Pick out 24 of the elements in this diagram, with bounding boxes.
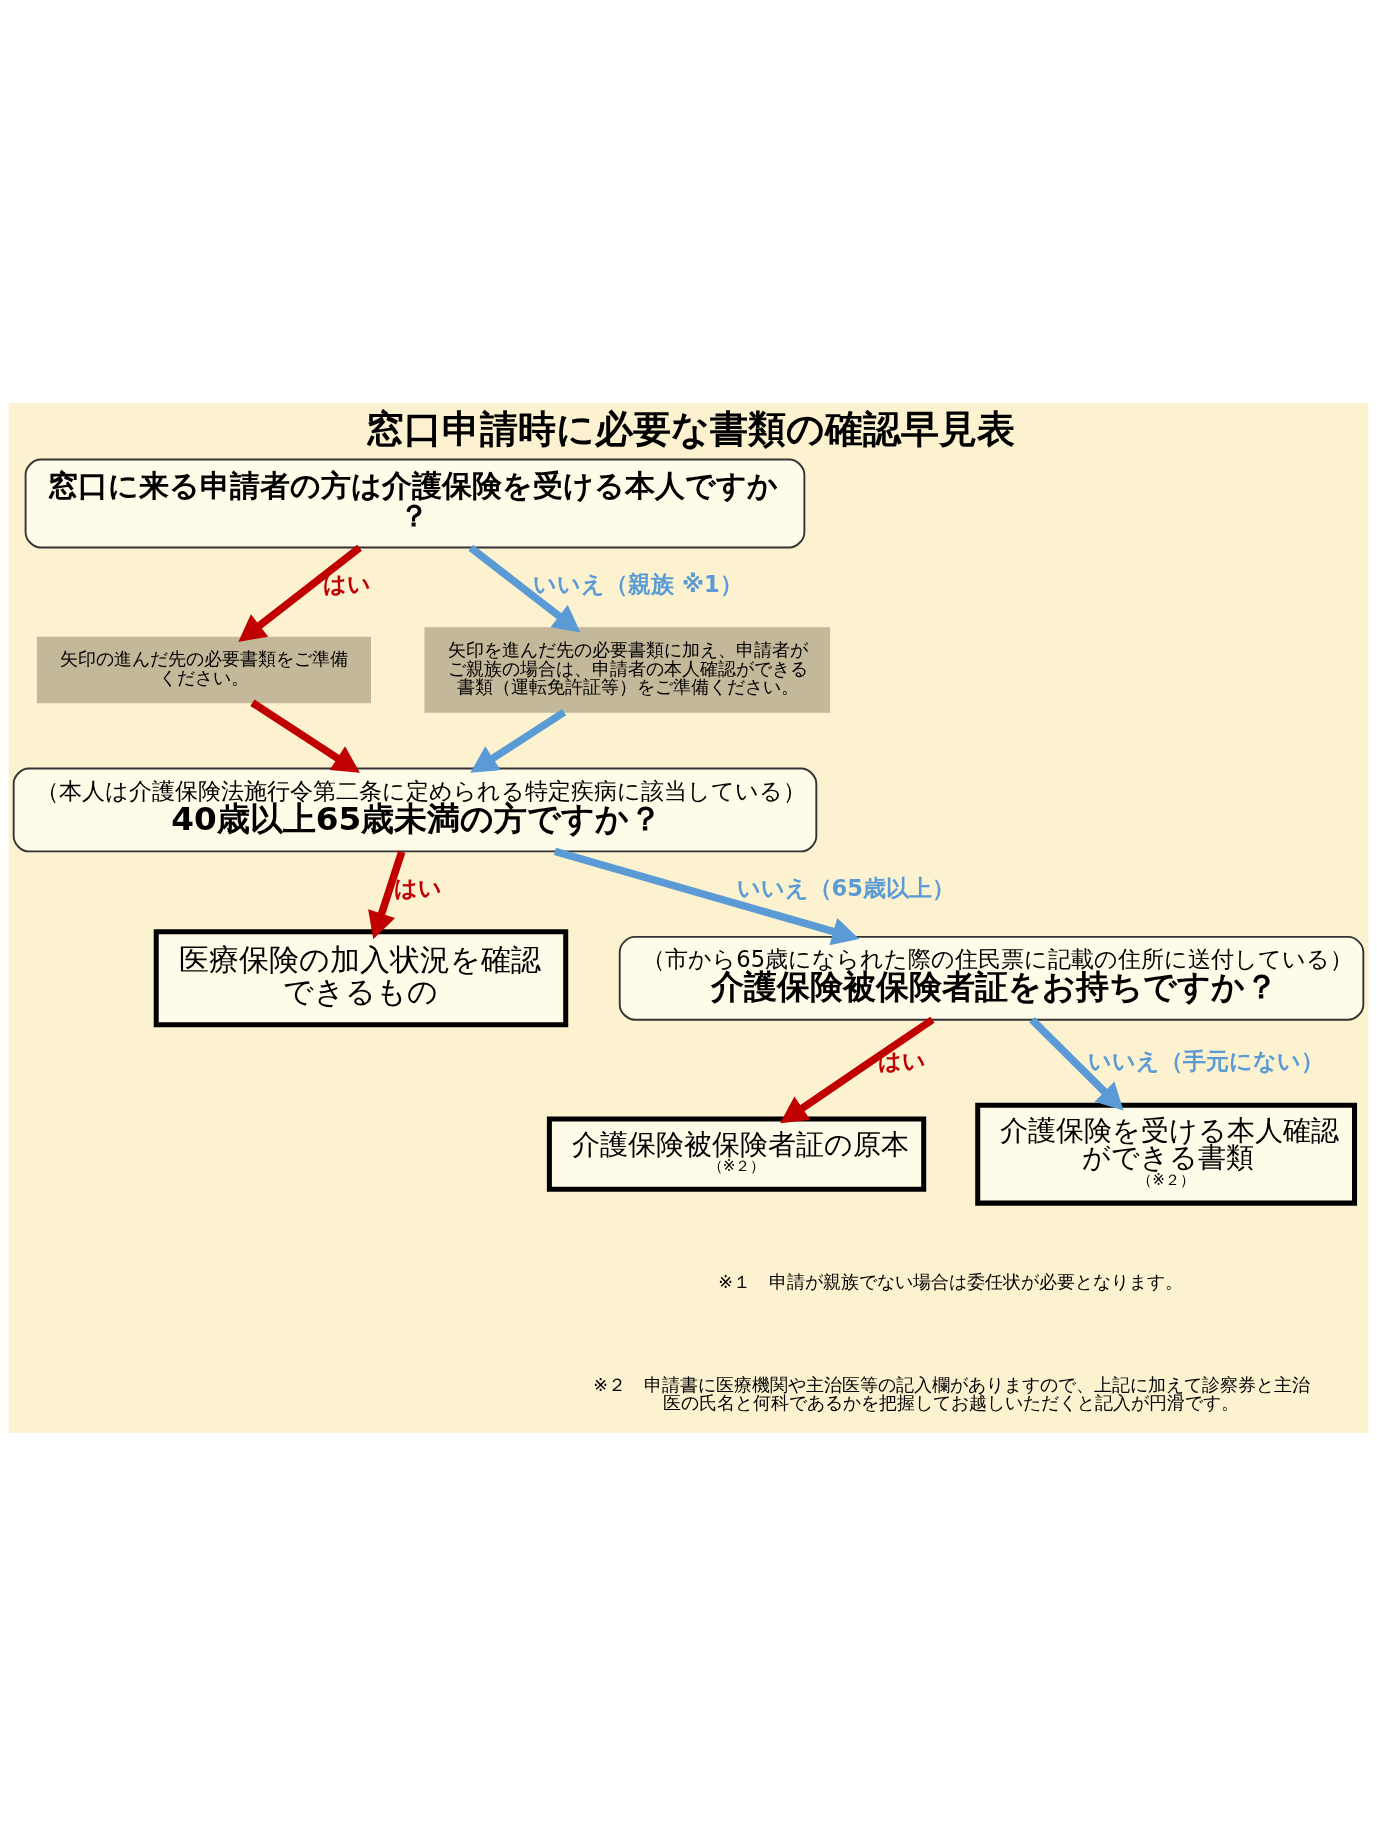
node-box: （市から65歳になられた際の住民票に記載の住所に送付している） 介護保険被保険者証をお持ちですか？ xyxy=(618,935,1365,1021)
edge-label: いいえ（手元にない） xyxy=(1088,1048,1325,1075)
diagram-title: 窓口申請時に必要な書類の確認早見表 xyxy=(366,406,1016,451)
arrow xyxy=(780,1016,935,1124)
arrow xyxy=(470,708,567,773)
arrow xyxy=(238,544,362,642)
arrow xyxy=(368,850,406,940)
node-box: 介護保険を受ける本人確認ができる書類 （※２） xyxy=(975,1102,1358,1206)
label: ※１ 申請が親族でない場合は委任状が必要となります。 xyxy=(718,1271,1184,1292)
arrow xyxy=(250,699,360,773)
node-box: 矢印の進んだ先の必要書類をご準備ください。 xyxy=(36,636,371,704)
arrow xyxy=(1029,1017,1124,1111)
node-box: 窓口に来る申請者の方は介護保険を受ける本人ですか？ xyxy=(24,458,806,549)
node-box: 矢印を進んだ先の必要書類に加え、申請者がご親族の場合は、申請者の本人確認ができる書類（運転免許証等）をご準備ください。 xyxy=(424,627,831,713)
edge-label: はい xyxy=(393,874,442,901)
edge-label: はい xyxy=(323,570,372,597)
arrow xyxy=(553,847,860,946)
node-box: （本人は介護保険法施行令第二条に定められる特定疾病に該当している） 40歳以上65歳未満の方ですか？ xyxy=(12,767,818,853)
node-box: 介護保険被保険者証の原本 （※２） xyxy=(546,1116,927,1192)
edge-label: いいえ（親族 ※1） xyxy=(533,570,743,597)
arrow xyxy=(468,544,581,633)
node-box: 医療保険の加入状況を確認できるもの xyxy=(153,929,569,1028)
edge-label: いいえ（65歳以上） xyxy=(736,874,955,901)
label: ※２ 申請書に医療機関や主治医等の記入欄がありますので、上記に加えて診察券と主治医の氏名と何科であるかを把握してお越しいただくと記入が円滑です。 xyxy=(593,1374,1311,1414)
